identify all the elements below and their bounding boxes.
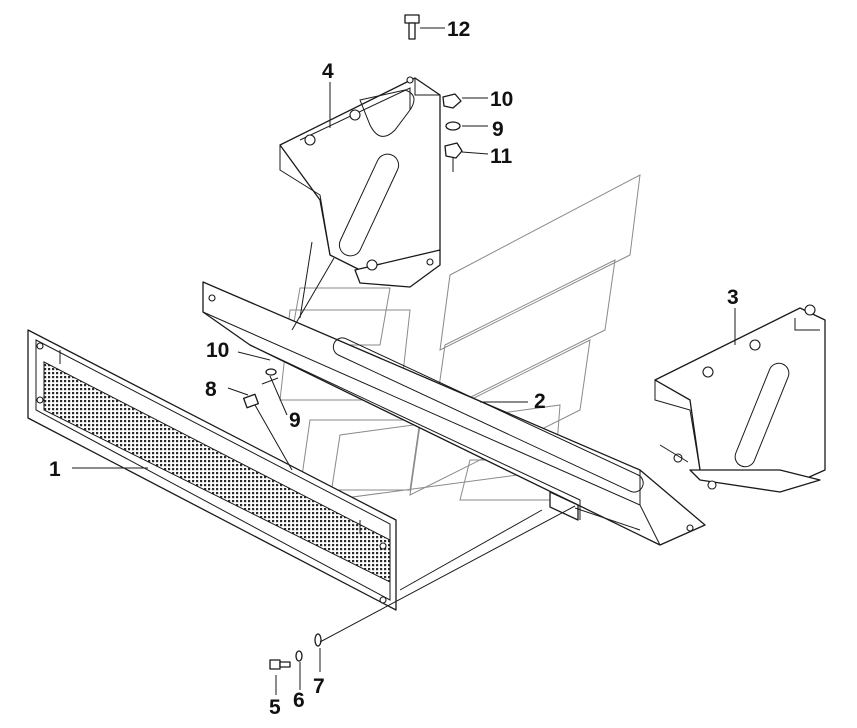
callout-4: 4 bbox=[322, 60, 334, 83]
bolt-8 bbox=[243, 393, 259, 409]
spring-washer-7 bbox=[314, 633, 322, 647]
callout-7: 7 bbox=[313, 675, 325, 698]
washer-9-left bbox=[265, 368, 277, 376]
callout-2: 2 bbox=[534, 390, 546, 413]
callout-11: 11 bbox=[490, 145, 513, 168]
callout-6: 6 bbox=[293, 689, 305, 712]
callout-12: 12 bbox=[447, 18, 470, 41]
left-bracket bbox=[279, 76, 441, 288]
callout-labels: 1 2 3 4 5 6 7 8 9 9 10 10 11 12 bbox=[49, 18, 739, 719]
callout-1: 1 bbox=[49, 458, 61, 481]
right-bracket bbox=[654, 304, 826, 493]
callout-9-left: 9 bbox=[289, 409, 301, 432]
hardware bbox=[243, 14, 463, 670]
nut-11 bbox=[444, 142, 463, 159]
callout-5: 5 bbox=[269, 696, 281, 719]
callout-10-left: 10 bbox=[206, 339, 229, 362]
nut-10 bbox=[442, 93, 462, 109]
callout-9-right: 9 bbox=[492, 118, 504, 141]
bolt-12-shank bbox=[408, 22, 416, 40]
washer-6 bbox=[295, 650, 303, 662]
bolt-5 bbox=[269, 659, 281, 670]
slotted-crossbar bbox=[202, 281, 706, 546]
bolt-12-head bbox=[404, 14, 420, 24]
callout-3: 3 bbox=[727, 286, 739, 309]
callout-8: 8 bbox=[205, 378, 217, 401]
callout-10-right: 10 bbox=[490, 88, 513, 111]
washer-9 bbox=[445, 121, 461, 131]
callout-leaders bbox=[72, 27, 736, 695]
assembly-lines bbox=[254, 241, 689, 643]
